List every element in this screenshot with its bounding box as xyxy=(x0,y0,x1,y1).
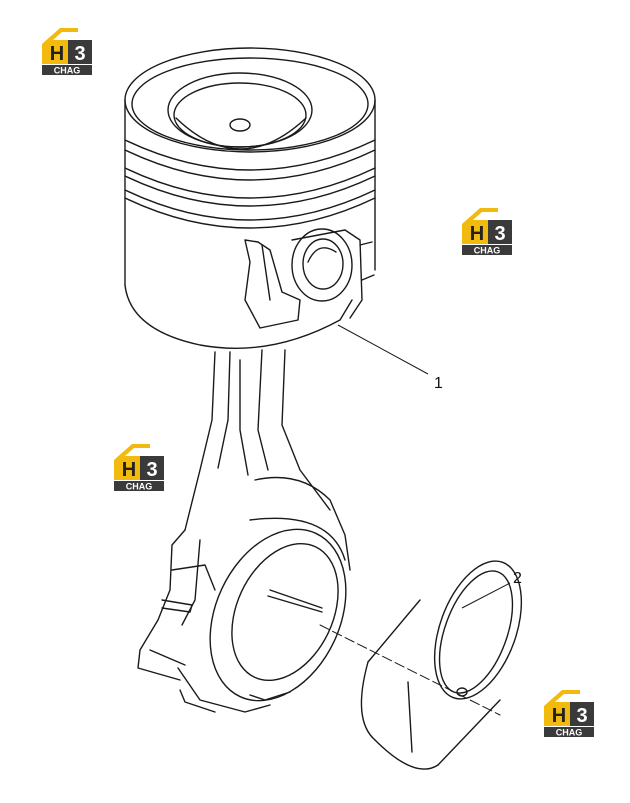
svg-text:3: 3 xyxy=(74,43,85,65)
svg-text:CHAG: CHAG xyxy=(556,728,583,738)
connecting-rod xyxy=(137,349,351,713)
svg-text:CHAG: CHAG xyxy=(126,482,153,492)
callout-2: 2 xyxy=(461,570,522,609)
bearing-shell xyxy=(360,560,523,770)
piston xyxy=(124,47,376,349)
svg-text:H: H xyxy=(470,223,484,245)
svg-text:H: H xyxy=(552,705,566,727)
assembly-center-line xyxy=(319,624,501,716)
svg-text:CHAG: CHAG xyxy=(474,246,501,256)
svg-text:H: H xyxy=(122,459,136,481)
svg-text:3: 3 xyxy=(494,223,505,245)
svg-text:3: 3 xyxy=(576,705,587,727)
callout-2-label: 2 xyxy=(513,570,522,587)
callout-1-label: 1 xyxy=(434,375,443,392)
callout-1: 1 xyxy=(337,324,443,392)
svg-text:H: H xyxy=(50,43,64,65)
svg-text:CHAG: CHAG xyxy=(54,66,81,76)
svg-text:3: 3 xyxy=(146,459,157,481)
